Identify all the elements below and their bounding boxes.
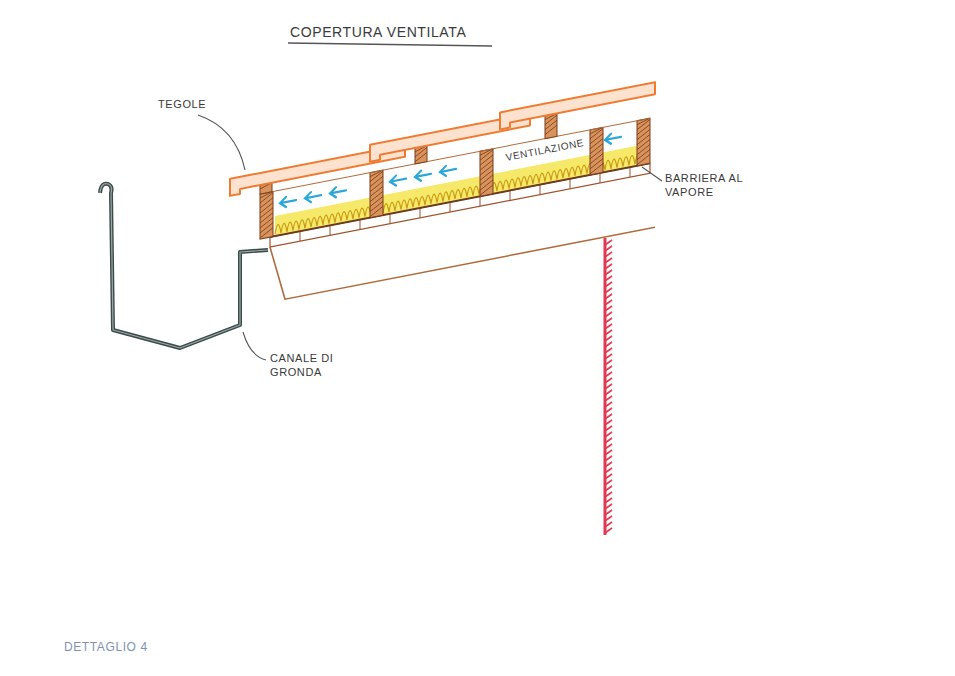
part-label: BARRIERA AL VAPORE	[665, 172, 755, 200]
leader-lines	[198, 115, 662, 360]
boarding	[270, 163, 650, 247]
drawing-title: COPERTURA VENTILATA	[290, 24, 466, 42]
part-label: CANALE DI GRONDA	[270, 352, 350, 380]
sheet-label: DETTAGLIO 4	[64, 640, 148, 655]
tiles	[230, 82, 655, 196]
gutter	[100, 184, 268, 348]
title-underline	[288, 43, 492, 46]
roof-section	[230, 82, 655, 310]
part-label: TEGOLE	[158, 98, 206, 112]
wall	[605, 238, 612, 535]
